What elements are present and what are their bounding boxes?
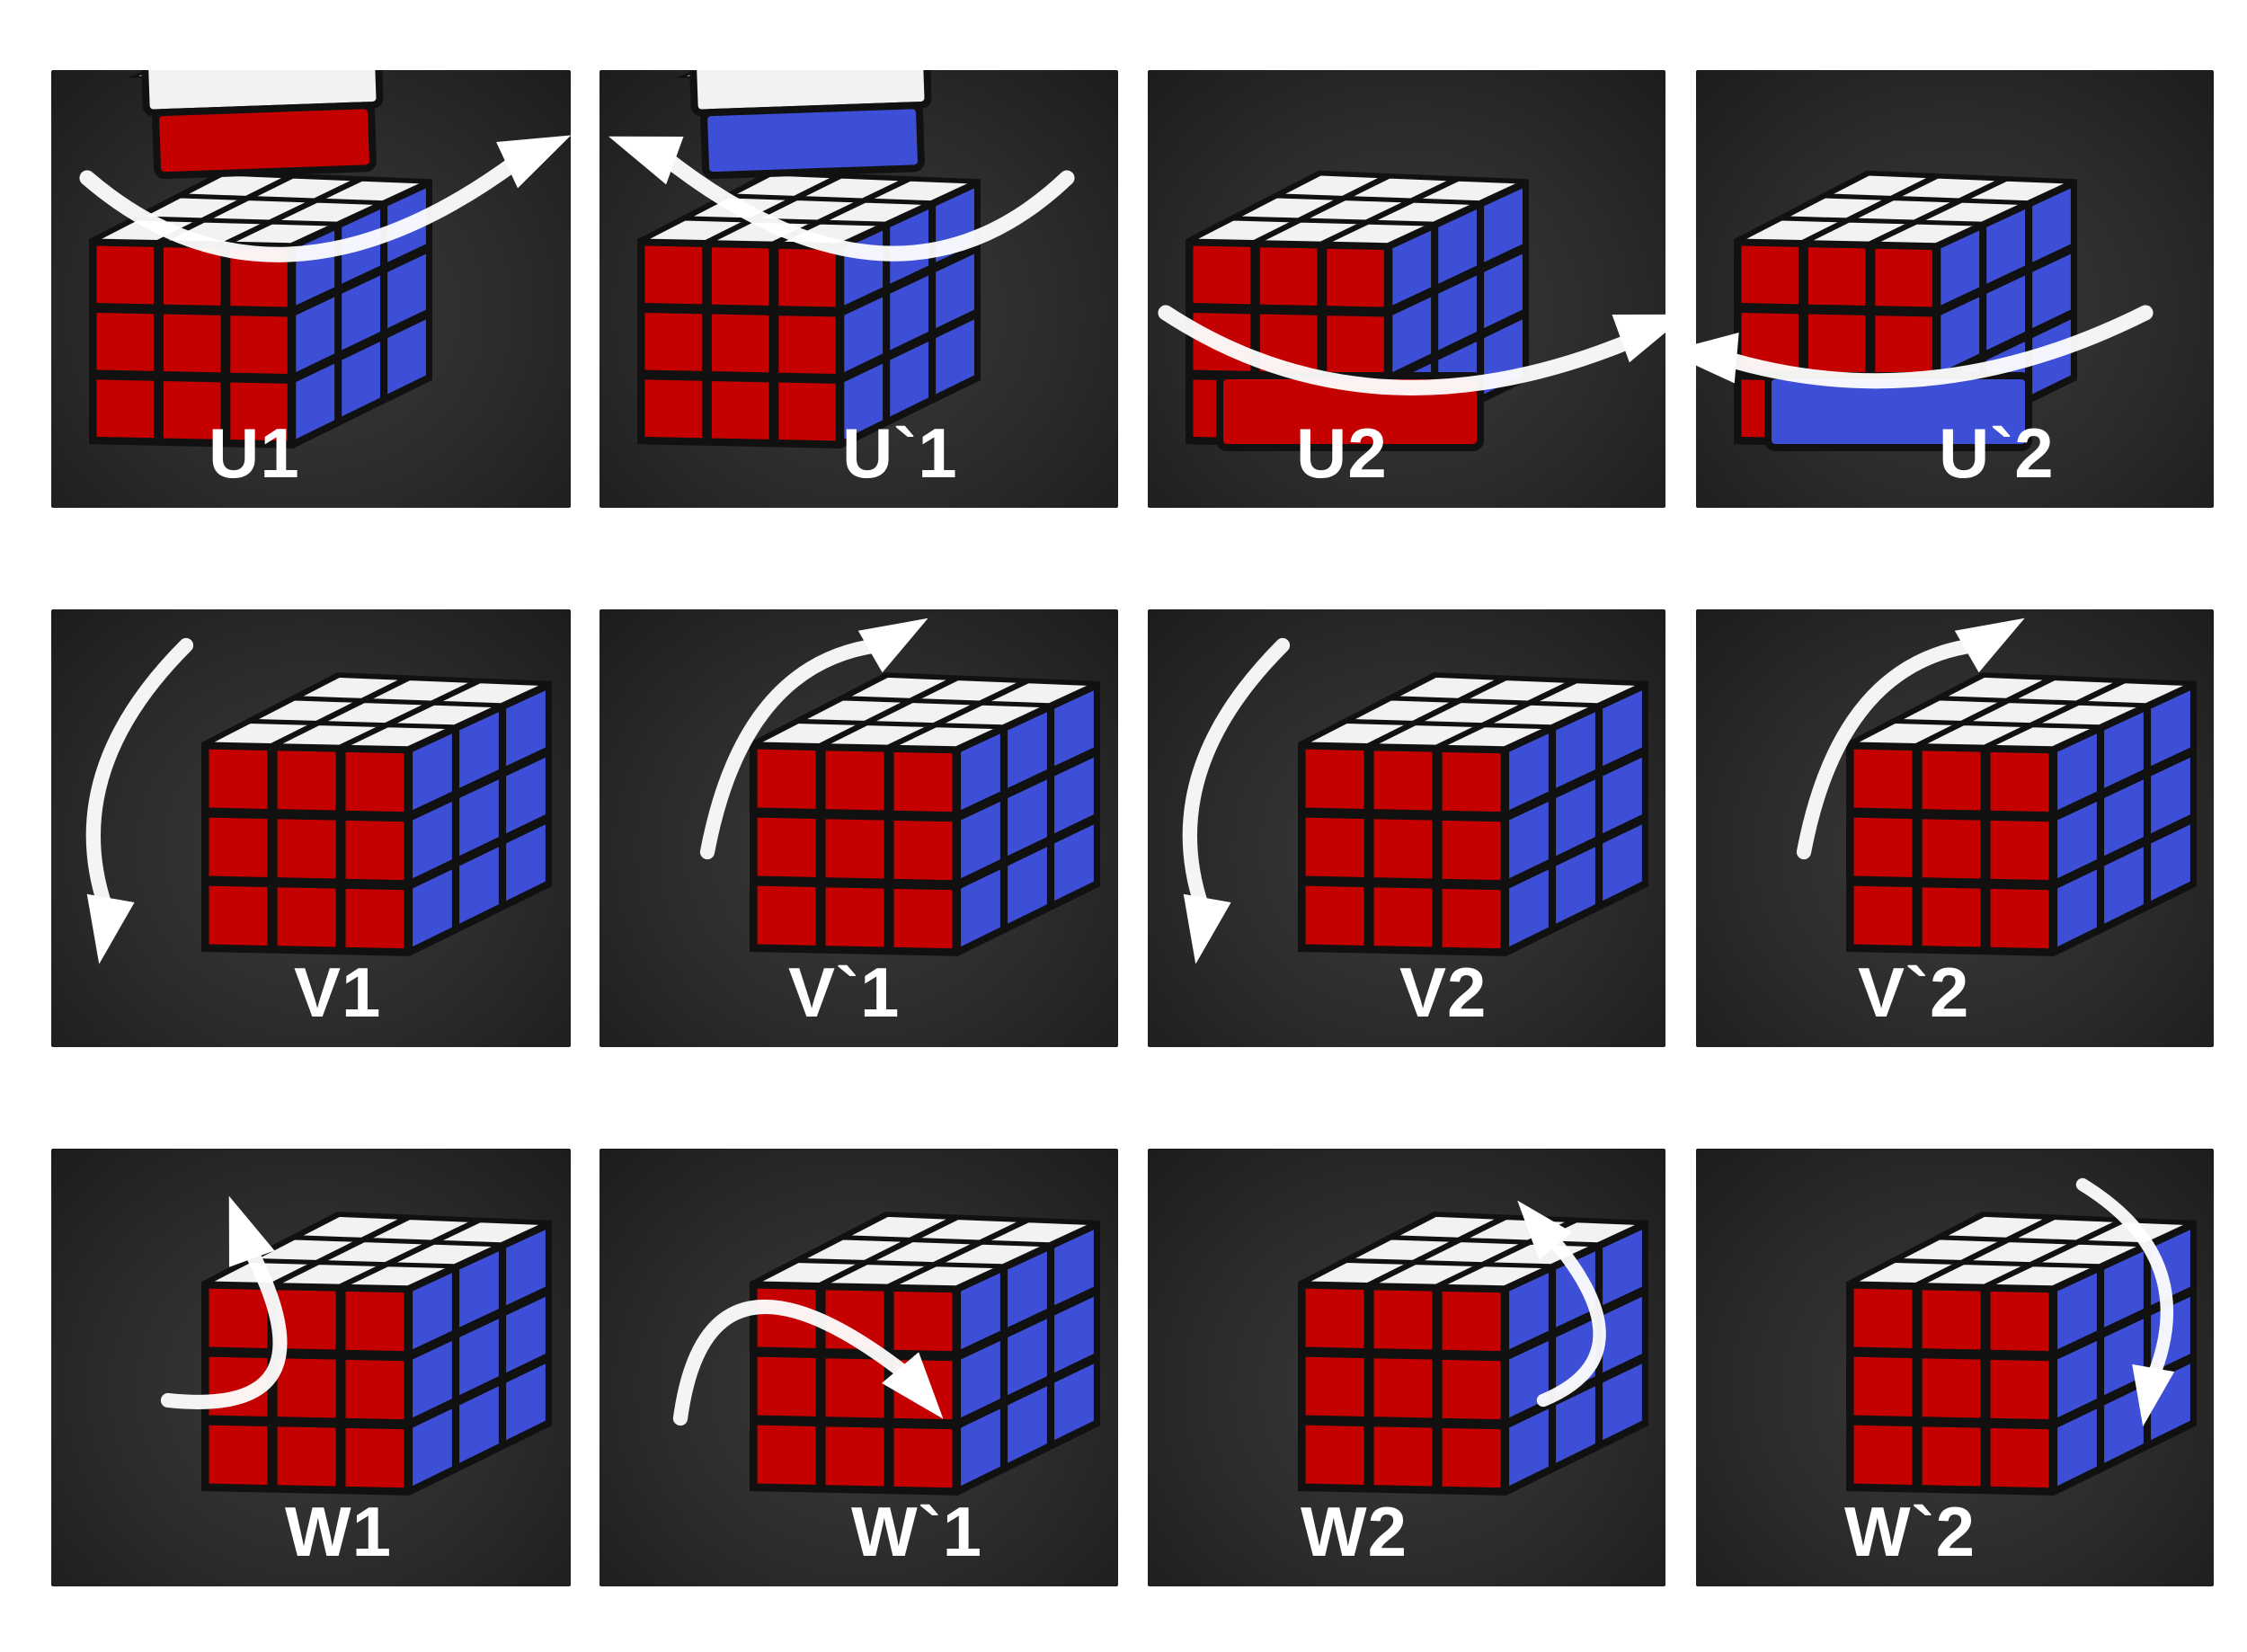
move-tile-u2: U2 xyxy=(1148,70,1665,508)
rotating-top-layer xyxy=(675,70,936,180)
move-label: U`1 xyxy=(842,413,958,493)
move-tile-w-prime-1: W`1 xyxy=(599,1149,1118,1586)
rubiks-cube-icon xyxy=(1846,1212,2197,1496)
cube-top-face xyxy=(1736,173,2074,245)
rubiks-cube-icon xyxy=(201,1212,552,1496)
move-illustration xyxy=(608,70,1075,449)
rubiks-cube-icon xyxy=(201,672,552,956)
move-label: U1 xyxy=(209,413,300,493)
rotation-arrow-icon xyxy=(608,136,1075,262)
move-tile-w1: W1 xyxy=(51,1149,571,1586)
move-illustration xyxy=(699,617,1100,956)
move-label: V1 xyxy=(294,953,382,1032)
cube-top-face xyxy=(752,675,1097,749)
move-label: V`2 xyxy=(1858,953,1970,1032)
move-label: V2 xyxy=(1399,953,1488,1032)
cube-top-face xyxy=(204,675,549,749)
cube-right-face xyxy=(409,1222,549,1493)
rotation-arrow-icon xyxy=(699,617,928,860)
move-illustration xyxy=(1846,1177,2197,1496)
rotation-arrow-icon xyxy=(160,1195,288,1409)
cube-left-face xyxy=(752,744,957,954)
move-label: V`1 xyxy=(788,953,901,1032)
move-tile-v-prime-2: V`2 xyxy=(1696,609,2214,1047)
rubiks-cube-icon xyxy=(637,170,981,449)
move-tile-w2: W2 xyxy=(1148,1149,1665,1586)
cube-top-face xyxy=(1188,173,1526,245)
cube-left-face xyxy=(92,241,293,446)
rotation-arrow-icon xyxy=(85,637,194,964)
move-tile-u-prime-2: U`2 xyxy=(1696,70,2214,508)
rotation-arrow-icon xyxy=(1696,305,2154,389)
move-label: W`1 xyxy=(851,1492,982,1571)
rotation-arrow-icon xyxy=(672,1299,944,1426)
move-illustration xyxy=(672,1212,1100,1496)
cube-right-face xyxy=(957,1222,1097,1493)
move-illustration xyxy=(1696,170,2154,451)
cube-left-face xyxy=(1849,1283,2054,1493)
rubiks-cube-icon xyxy=(1846,672,2197,956)
cube-top-face xyxy=(1849,675,2194,749)
cube-left-face xyxy=(1301,744,1505,954)
move-illustration xyxy=(1796,617,2197,956)
cube-top-face xyxy=(752,1214,1097,1288)
cube-left-face xyxy=(1849,744,2054,954)
move-illustration xyxy=(160,1195,552,1496)
cube-right-face xyxy=(957,683,1097,954)
move-label: W`2 xyxy=(1844,1492,1976,1571)
rubiks-cube-icon xyxy=(750,1212,1100,1496)
rotation-arrow-icon xyxy=(79,135,571,262)
cube-left-face xyxy=(1301,1283,1505,1493)
cube-left-face xyxy=(204,1283,409,1493)
cube-right-face xyxy=(1505,683,1646,954)
rotation-arrow-icon xyxy=(1182,637,1291,964)
cube-right-face xyxy=(409,683,549,954)
move-tile-v-prime-1: V`1 xyxy=(599,609,1118,1047)
rubiks-cube-icon xyxy=(750,672,1100,956)
move-illustration xyxy=(85,637,552,964)
move-tile-w-prime-2: W`2 xyxy=(1696,1149,2214,1586)
move-illustration xyxy=(1158,170,1665,451)
rubiks-cube-icon xyxy=(1298,672,1648,956)
move-label: W1 xyxy=(285,1492,392,1571)
rotation-arrow-icon xyxy=(1796,617,2025,860)
move-illustration xyxy=(79,70,571,449)
move-label: W2 xyxy=(1301,1492,1408,1571)
move-tile-v2: V2 xyxy=(1148,609,1665,1047)
cube-left-face xyxy=(640,241,841,446)
cube-left-face xyxy=(752,1283,957,1493)
rotation-arrow-icon xyxy=(1517,1200,1606,1408)
move-label: U`2 xyxy=(1939,413,2055,493)
move-illustration xyxy=(1182,637,1648,964)
cube-top-face xyxy=(1301,675,1646,749)
rotation-arrow-icon xyxy=(2075,1177,2175,1427)
move-label: U2 xyxy=(1296,413,1388,493)
cube-left-face xyxy=(204,744,409,954)
cube-right-face xyxy=(2054,683,2194,954)
rotating-top-layer xyxy=(127,70,387,180)
move-illustration xyxy=(1298,1200,1648,1496)
move-tile-u-prime-1: U`1 xyxy=(599,70,1118,508)
move-tile-u1: U1 xyxy=(51,70,571,508)
cube-top-face xyxy=(204,1214,549,1288)
rubiks-cube-icon xyxy=(89,170,432,449)
move-tile-v1: V1 xyxy=(51,609,571,1047)
cube-top-face xyxy=(640,173,978,245)
rotation-arrow-icon xyxy=(1158,305,1665,395)
